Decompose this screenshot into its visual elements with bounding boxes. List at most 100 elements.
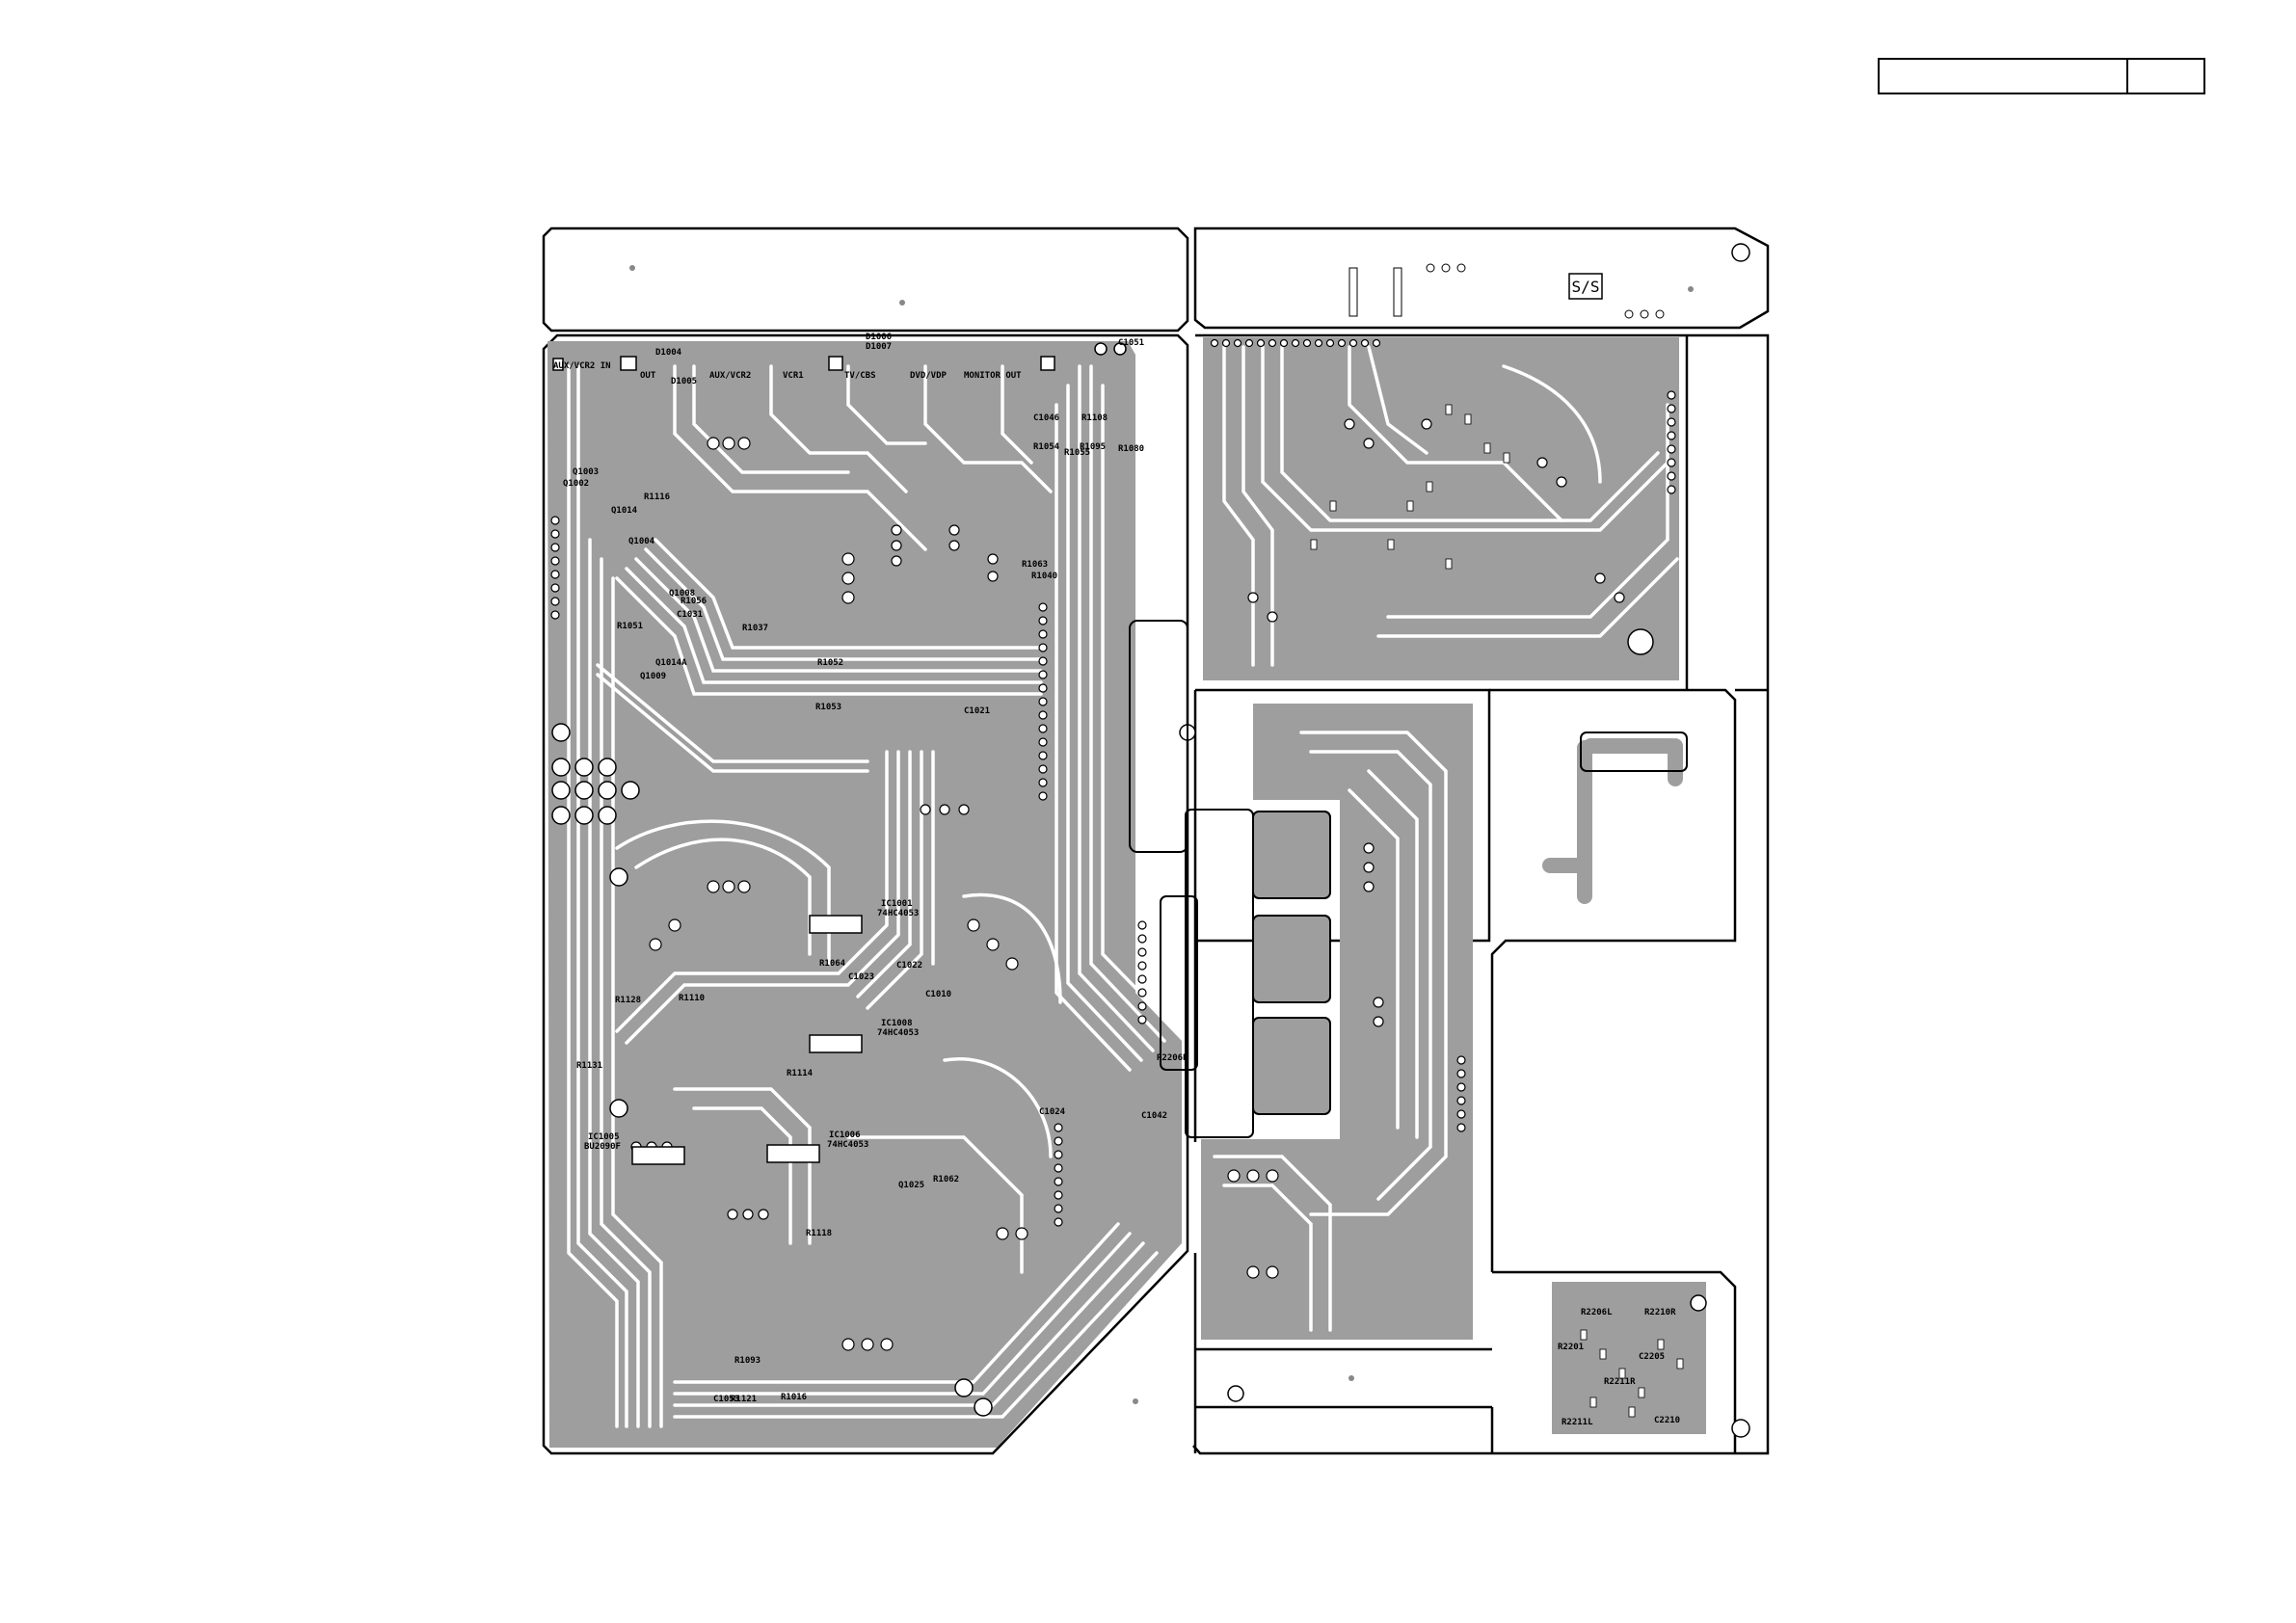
- part-label: R1040: [1031, 572, 1057, 581]
- label-ic1006-ref: IC1006: [829, 1131, 861, 1140]
- part-label: R1037: [742, 624, 768, 633]
- label-aux-vcr2-in: AUX/VCR2 IN: [553, 361, 611, 371]
- part-label: Q1014: [611, 506, 638, 516]
- part-label: C1031: [677, 610, 703, 620]
- label-tv-cbs: TV/CBS: [844, 371, 876, 381]
- label-monitor-out: MONITOR OUT: [964, 371, 1022, 381]
- part-label-group: D1004 D1005 D1006 D1007 C1051 Q1003 Q100…: [563, 333, 1680, 1427]
- part-label: R1064: [819, 959, 846, 969]
- label-vcr1: VCR1: [783, 371, 804, 381]
- copper-bottom-right: [1552, 1282, 1706, 1434]
- pad-scatter: [630, 418, 1625, 1351]
- part-label: R2206L: [1581, 1308, 1613, 1317]
- part-label: R1063: [1022, 560, 1048, 570]
- part-label: R1118: [806, 1229, 832, 1238]
- part-label: C1010: [925, 990, 951, 999]
- part-label: D1005: [671, 377, 697, 386]
- part-label: R1051: [617, 622, 643, 631]
- selector-label: S/S: [1572, 278, 1600, 296]
- part-label: Q1014A: [655, 658, 687, 668]
- pad-column-centerright: [1456, 1055, 1466, 1132]
- part-label: C1023: [848, 972, 874, 982]
- part-label: Q1008: [669, 589, 695, 599]
- part-label: C1021: [964, 706, 990, 716]
- header-dots: [629, 265, 1694, 1404]
- copper-pour: [547, 337, 1706, 1448]
- part-label: R2211L: [1562, 1418, 1593, 1427]
- part-label: R1055: [1064, 448, 1090, 458]
- part-label: R1110: [679, 994, 705, 1003]
- smd-marks: [1310, 404, 1684, 1418]
- relay-blocks: [1129, 620, 1688, 1138]
- ic1006-package: [766, 1144, 820, 1163]
- ic1008-package: [809, 1034, 863, 1053]
- part-label: D1004: [655, 348, 682, 358]
- header-components-topright: [1348, 263, 1665, 319]
- title-block: [1878, 58, 2205, 94]
- selector-box: S/S: [1568, 273, 1603, 300]
- part-label: D1007: [866, 342, 892, 352]
- part-label: C1042: [1141, 1111, 1167, 1121]
- board-outline: [542, 226, 1770, 1455]
- label-ic1008-ref: IC1008: [881, 1019, 913, 1028]
- part-label: Q1003: [573, 467, 599, 477]
- part-label: R1062: [933, 1175, 959, 1184]
- label-ic1006-part: 74HC4053: [827, 1140, 868, 1150]
- part-label: R2211R: [1604, 1377, 1636, 1387]
- label-ic1001-part: 74HC4053: [877, 909, 919, 918]
- part-label: C2205: [1639, 1352, 1665, 1362]
- label-ic1005-part: BU2090F: [584, 1142, 621, 1152]
- part-label: R1116: [644, 492, 670, 502]
- part-label: Q1004: [628, 537, 655, 546]
- ic1001-package: [809, 915, 863, 934]
- copper-top-right: [1203, 337, 1679, 680]
- part-label: R2201: [1558, 1343, 1584, 1352]
- part-label: Q1002: [563, 479, 589, 489]
- part-label: C1053: [713, 1395, 739, 1404]
- trace-layer: [567, 345, 1679, 1428]
- title-block-cell-main: [1880, 60, 2128, 93]
- part-label: R1080: [1118, 444, 1144, 454]
- part-label: R1121: [731, 1395, 757, 1404]
- part-label: R1114: [787, 1069, 814, 1078]
- pad-row-topright: [1210, 338, 1381, 348]
- part-label: R1095: [1080, 442, 1106, 452]
- part-label: R1052: [817, 658, 843, 668]
- part-label: R1093: [734, 1356, 761, 1366]
- connector-label-group: AUX/VCR2 IN OUT AUX/VCR2 VCR1 TV/CBS DVD…: [553, 361, 1022, 381]
- part-label: D1006: [866, 333, 892, 342]
- part-label: C1022: [896, 961, 922, 971]
- pad-column-mid: [1137, 920, 1147, 1024]
- header-connectors: [552, 243, 1750, 1438]
- large-pads: [551, 628, 1654, 1417]
- part-label: R2210R: [1644, 1308, 1676, 1317]
- pad-column-lower: [1054, 1123, 1063, 1227]
- ic1005-package: [631, 1146, 685, 1165]
- part-label: R1128: [615, 996, 641, 1005]
- label-ic1001-ref: IC1001: [881, 899, 913, 909]
- part-label: R1108: [1081, 413, 1108, 423]
- part-label: Q1009: [640, 672, 666, 681]
- part-label: R1054: [1033, 442, 1060, 452]
- part-label: R1056: [681, 597, 707, 606]
- ic-label-group: IC1001 74HC4053 IC1008 74HC4053 IC1006 7…: [584, 899, 919, 1152]
- part-label: R1016: [781, 1393, 807, 1402]
- label-aux-vcr2: AUX/VCR2: [709, 371, 751, 381]
- part-label: R1053: [815, 703, 841, 712]
- pad-column-right: [1038, 602, 1048, 801]
- label-dvd-vdp: DVD/VDP: [910, 371, 948, 381]
- part-label: C1046: [1033, 413, 1059, 423]
- part-label: C1051: [1118, 338, 1144, 348]
- part-label: R2206R: [1157, 1053, 1188, 1063]
- label-ic1005-ref: IC1005: [588, 1132, 620, 1142]
- part-label: R1131: [576, 1061, 602, 1071]
- label-aux-vcr2-out: OUT: [640, 371, 656, 381]
- label-ic1008-part: 74HC4053: [877, 1028, 919, 1038]
- part-label: C1024: [1039, 1107, 1066, 1117]
- part-label: Q1025: [898, 1181, 924, 1190]
- pad-column-left: [550, 516, 560, 620]
- pads: [550, 338, 1676, 1417]
- part-label: C2210: [1654, 1416, 1680, 1425]
- ic-packages: [631, 915, 863, 1165]
